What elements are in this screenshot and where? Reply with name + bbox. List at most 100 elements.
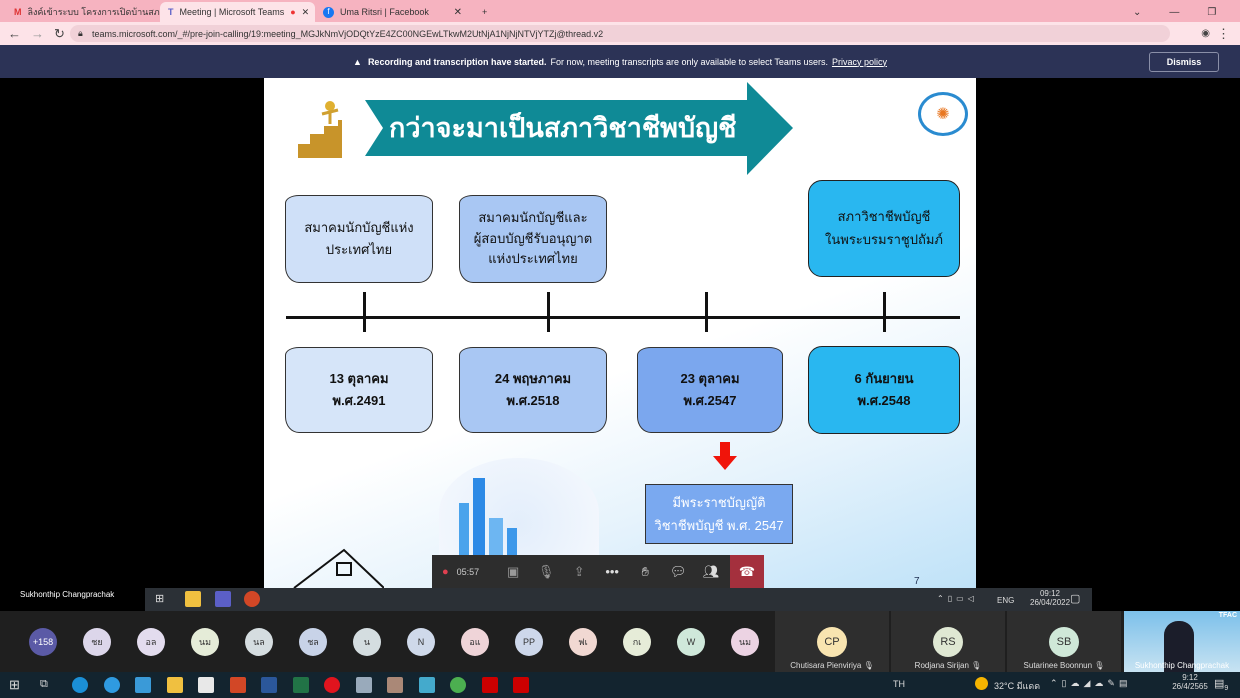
participant-avatar[interactable]: กเ <box>623 628 651 656</box>
tray-icons[interactable]: ⌃▯☁◢☁✎▤ <box>1050 678 1132 688</box>
teams-icon <box>215 591 231 607</box>
lock-icon: 🔒︎ <box>78 28 83 38</box>
act-box: มีพระราชบัญญัติ วิชาชีพบัญชี พ.ศ. 2547 <box>645 484 793 544</box>
mic-off-icon: 🎙︎ <box>971 661 982 670</box>
warning-icon: ▲ <box>353 56 362 67</box>
url-input[interactable]: 🔒︎teams.microsoft.com/_#/pre-join-callin… <box>70 25 1170 42</box>
participant-name: Sutarinee Boonnun <box>1023 661 1093 670</box>
participant-avatar[interactable]: ฟเ <box>569 628 597 656</box>
meeting-timer: 05:57 <box>456 566 480 577</box>
participant-avatar[interactable]: ชย <box>83 628 111 656</box>
more-options-icon[interactable]: ••• <box>605 564 619 579</box>
weather-text[interactable]: 32°C มีแดด <box>994 681 1041 691</box>
file-explorer-icon[interactable] <box>166 677 183 693</box>
profile-avatar[interactable]: ◉ <box>1201 28 1210 39</box>
excel-icon[interactable] <box>292 677 309 693</box>
participant-avatar[interactable]: นม <box>731 628 759 656</box>
back-icon[interactable]: ← <box>8 26 21 41</box>
overflow-participants[interactable]: +158 <box>29 628 57 656</box>
teams-icon: T <box>168 7 174 17</box>
menu-icon[interactable]: ⋮ <box>1217 25 1230 41</box>
timeline-tick <box>883 292 886 332</box>
participant-avatar[interactable]: นล <box>245 628 273 656</box>
tab-gmail[interactable]: Mลิงค์เข้าระบบ โครงการเปิดบ้านสภาวิชา✕ <box>14 7 160 17</box>
participant-avatar[interactable]: นม <box>191 628 219 656</box>
app-icon[interactable] <box>355 677 372 693</box>
timeline-date-1: 13 ตุลาคม พ.ศ.2491 <box>285 347 433 433</box>
gmail-icon: M <box>14 7 22 17</box>
reload-icon[interactable]: ↻ <box>54 25 65 41</box>
weather-icon[interactable] <box>975 677 988 690</box>
mail-icon[interactable] <box>135 677 151 693</box>
chevron-down-icon[interactable]: ⌄ <box>1133 6 1142 18</box>
new-tab-button[interactable]: + <box>482 7 488 17</box>
task-view-icon[interactable]: ⧉ <box>40 678 48 690</box>
participant-avatar[interactable]: อล <box>137 628 165 656</box>
lang-indicator[interactable]: TH <box>893 679 905 689</box>
trophy-stairs-icon <box>294 98 349 160</box>
participant-name: Sukhonthip Changprachak <box>1134 661 1230 670</box>
raise-hand-icon[interactable]: ✋︎ <box>641 563 649 579</box>
notification-icon[interactable]: ▤9 <box>1214 678 1229 693</box>
chat-icon[interactable]: 💬︎ <box>669 563 687 579</box>
timeline-date-4: 6 กันยายน พ.ศ.2548 <box>808 346 960 434</box>
mic-off-icon[interactable]: 🎙︎ <box>537 563 555 579</box>
facebook-icon: f <box>323 6 334 18</box>
remote-desktop-icon[interactable] <box>418 677 435 693</box>
title-arrow <box>365 82 793 175</box>
participant-avatar[interactable]: W <box>677 628 705 656</box>
dismiss-button[interactable]: Dismiss <box>1149 52 1219 72</box>
restore-icon[interactable]: ❐ <box>1207 6 1217 18</box>
powerpoint-icon[interactable] <box>229 677 246 693</box>
acrobat-icon[interactable] <box>481 677 498 693</box>
timeline-line <box>286 316 960 319</box>
window-controls[interactable]: ⌄—❐✕ <box>1125 2 1240 22</box>
word-icon[interactable] <box>261 677 277 693</box>
camera-off-icon[interactable]: ▣ <box>507 563 520 579</box>
slide-title: กว่าจะมาเป็นสภาวิชาชีพบัญชี <box>389 113 737 143</box>
participants-icon[interactable]: 👥︎ <box>702 563 720 579</box>
presenter-video[interactable]: TFAC Sukhonthip Changprachak <box>1124 611 1240 672</box>
ie-icon[interactable] <box>103 677 120 693</box>
opera-icon[interactable] <box>324 677 340 693</box>
file-explorer-icon <box>185 591 201 607</box>
windows-start-icon[interactable]: ⊞ <box>9 677 20 692</box>
participant-avatar[interactable]: ชล <box>299 628 327 656</box>
participant-avatar[interactable]: PP <box>515 628 543 656</box>
shared-slide: กว่าจะมาเป็นสภาวิชาชีพบัญชี ✺ สมาคมนักบั… <box>264 78 976 588</box>
hang-up-button[interactable]: ☎︎ <box>730 555 764 588</box>
close-icon[interactable]: ✕ <box>301 6 310 17</box>
photo-icon[interactable] <box>387 677 403 693</box>
minimize-icon[interactable]: — <box>1169 6 1180 18</box>
recording-icon: ● <box>290 7 296 17</box>
browser-tab-bar: Mลิงค์เข้าระบบ โครงการเปิดบ้านสภาวิชา✕ T… <box>0 0 1240 22</box>
acrobat-icon[interactable] <box>513 677 529 693</box>
participant-avatar[interactable]: อแ <box>461 628 489 656</box>
privacy-policy-link[interactable]: Privacy policy <box>831 56 887 67</box>
edge-icon[interactable] <box>72 677 88 693</box>
timeline-org-3: สภาวิชาชีพบัญชี ในพระบรมราชูปถัมภ์ <box>808 180 960 277</box>
close-icon[interactable]: ✕ <box>453 6 462 18</box>
windows-start-icon: ⊞ <box>155 593 165 605</box>
store-icon[interactable] <box>198 677 214 693</box>
notification-icon: ▢ <box>1070 593 1081 605</box>
timeline-tick <box>363 292 366 332</box>
presenter-figure <box>1164 621 1194 672</box>
share-screen-icon[interactable]: ⇪ <box>573 563 585 579</box>
forward-icon[interactable]: → <box>31 26 44 41</box>
participant-avatar[interactable]: N <box>407 628 435 656</box>
timeline-tick <box>547 292 550 332</box>
mic-off-icon: 🎙︎ <box>863 661 874 670</box>
chrome-icon[interactable] <box>450 677 466 693</box>
participant-avatar[interactable]: น <box>353 628 381 656</box>
